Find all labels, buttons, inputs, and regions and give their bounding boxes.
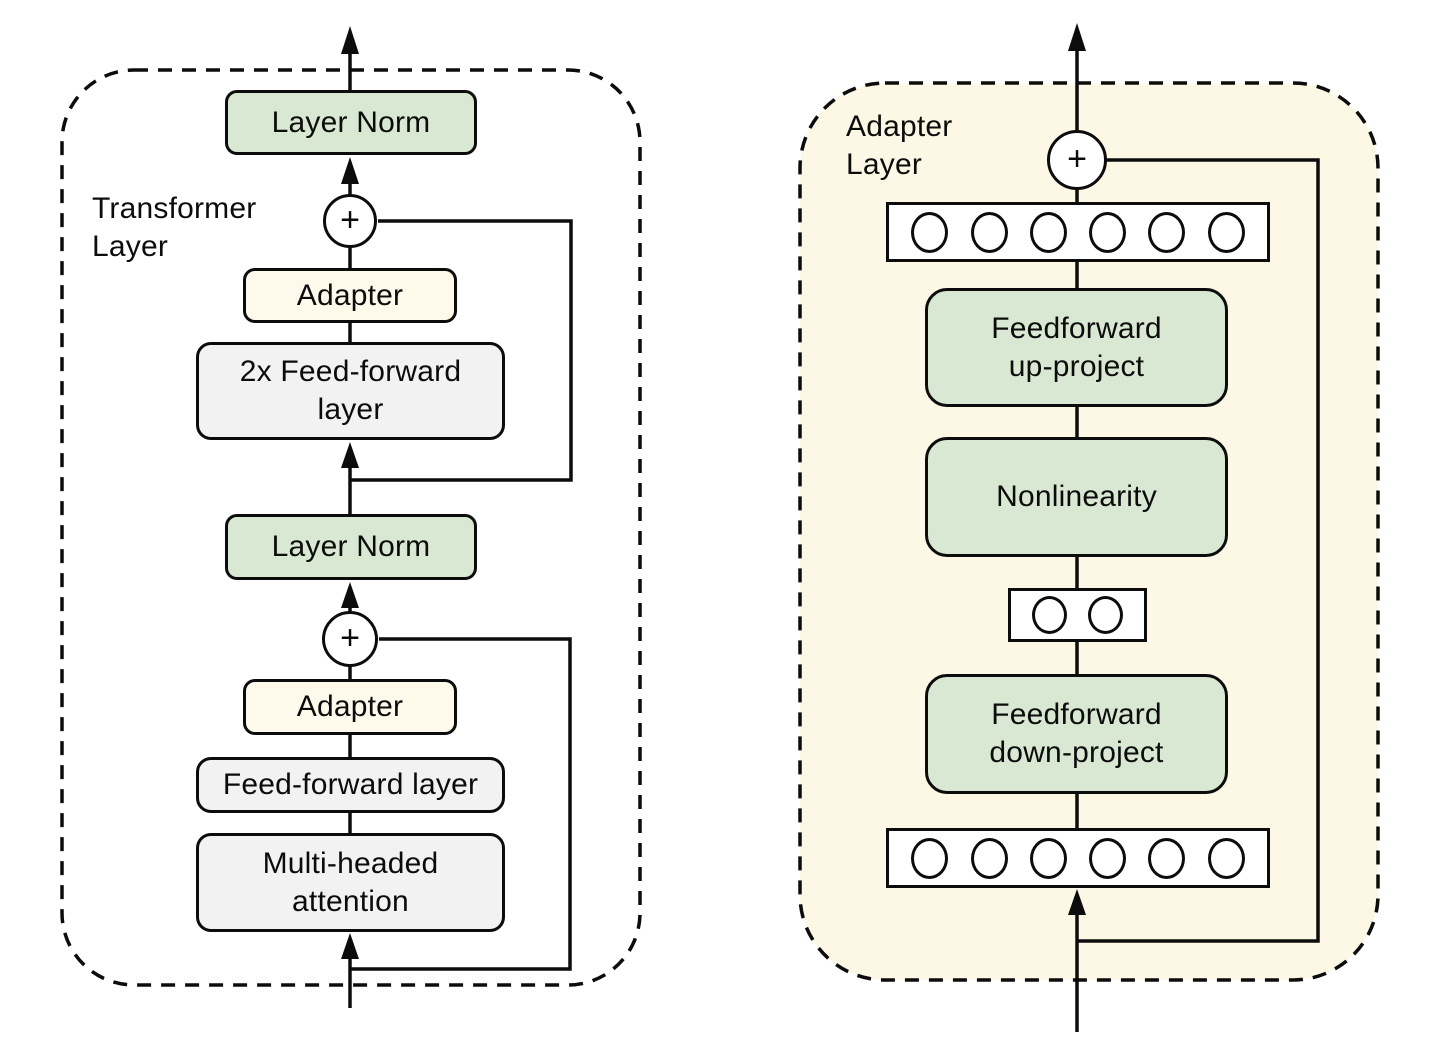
- adapter-layer-label-line1: Adapter: [846, 110, 953, 143]
- feedforward-up-project-block: Feedforward up-project: [925, 288, 1228, 407]
- left-skip-connection-top: [350, 219, 573, 482]
- residual-add-adapter-circle: +: [1047, 130, 1107, 190]
- attention-label-line2: attention: [292, 884, 409, 918]
- layer-norm-bottom-label: Layer Norm: [271, 530, 431, 563]
- nonlinearity-block: Nonlinearity: [925, 437, 1228, 557]
- feature-circle: [1089, 837, 1127, 879]
- multi-headed-attention-block: Multi-headed attention: [196, 833, 505, 932]
- right-output-arrowhead: [1068, 23, 1086, 51]
- left-layernorm-bottom-arrowhead: [341, 582, 359, 608]
- plus-icon: +: [1067, 139, 1087, 178]
- bottleneck-features-box: [1008, 588, 1147, 642]
- adapter-layer-label-line2: Layer: [846, 148, 923, 181]
- plus-icon: +: [340, 618, 360, 657]
- feature-circle: [970, 211, 1008, 253]
- transformer-layer-label-line1: Transformer: [92, 192, 257, 225]
- nonlinearity-label: Nonlinearity: [996, 480, 1157, 513]
- features-top-box: [886, 202, 1270, 262]
- feature-circle: [1207, 211, 1245, 253]
- right-skip-connection: [1077, 158, 1320, 943]
- layer-norm-top-block: Layer Norm: [225, 90, 477, 155]
- feature-circle: [911, 211, 949, 253]
- feature-circle: [1148, 211, 1186, 253]
- feedforward-up-label-line1: Feedforward: [991, 311, 1162, 345]
- attention-label-line1: Multi-headed: [262, 846, 439, 880]
- adapter-bottom-label: Adapter: [296, 690, 404, 723]
- feature-circle: [1088, 596, 1123, 634]
- feature-circle: [1029, 211, 1067, 253]
- feedforward-block: Feed-forward layer: [196, 757, 505, 813]
- feedforward-down-label-line2: down-project: [989, 736, 1164, 769]
- features-bottom-box: [886, 828, 1270, 888]
- adapter-bottom-block: Adapter: [243, 679, 457, 735]
- adapter-top-block: Adapter: [243, 268, 457, 323]
- layer-norm-top-label: Layer Norm: [271, 105, 431, 139]
- right-input-arrowhead: [1068, 889, 1086, 915]
- layer-norm-bottom-block: Layer Norm: [225, 514, 477, 580]
- left-skip-connection-bottom: [350, 637, 572, 971]
- feedforward-up-label-line2: up-project: [1008, 349, 1145, 383]
- left-ff2x-arrowhead: [341, 442, 359, 468]
- left-output-arrowhead: [341, 26, 359, 54]
- feature-circle: [911, 837, 949, 879]
- feature-circle: [1089, 211, 1127, 253]
- adapter-layer-label: Adapter Layer: [846, 108, 952, 184]
- feedforward-2x-label-line1: 2x Feed-forward: [239, 355, 462, 388]
- feedforward-2x-block: 2x Feed-forward layer: [196, 342, 505, 440]
- feedforward-2x-label-line2: layer: [317, 393, 384, 426]
- feedforward-label: Feed-forward layer: [222, 768, 479, 801]
- plus-icon: +: [340, 200, 360, 239]
- residual-add-bottom-circle: +: [322, 611, 378, 667]
- residual-add-top-circle: +: [323, 194, 377, 248]
- feature-circle: [970, 837, 1008, 879]
- feature-circle: [1207, 837, 1245, 879]
- adapter-top-label: Adapter: [296, 278, 404, 312]
- transformer-layer-label: Transformer Layer: [92, 190, 256, 266]
- feedforward-down-label-line1: Feedforward: [991, 698, 1162, 731]
- feature-circle: [1032, 596, 1067, 634]
- left-input-arrowhead: [341, 933, 359, 959]
- feature-circle: [1148, 837, 1186, 879]
- transformer-layer-label-line2: Layer: [92, 230, 169, 263]
- feedforward-down-project-block: Feedforward down-project: [925, 674, 1228, 794]
- left-layernorm-top-arrowhead: [341, 157, 359, 184]
- feature-circle: [1029, 837, 1067, 879]
